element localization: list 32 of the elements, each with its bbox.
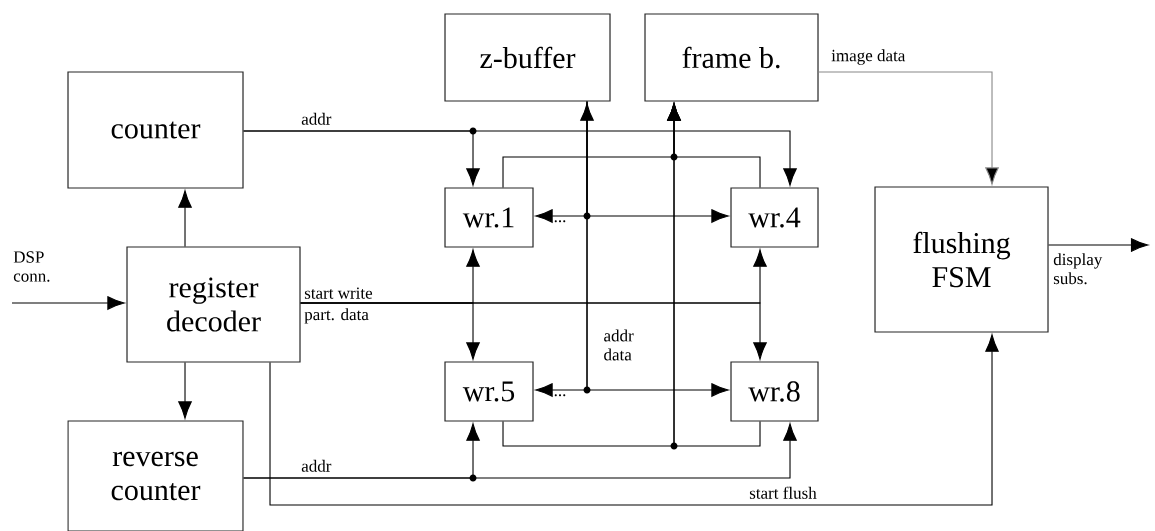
block-box: wr.8 [730,361,819,422]
arrow [178,190,192,247]
edge-label: part. data [304,308,369,324]
arrow [11,296,125,310]
edge-label: addr [301,459,332,472]
edge-label: start write [304,287,373,299]
block-box: wr.5 [444,361,534,422]
ellipsis-label: ... [554,220,566,223]
edge-label: image data [831,49,906,65]
arrow [818,71,999,185]
arrow [243,423,797,479]
block-box: z-buffer [444,13,611,102]
edge-label: addr data [604,329,634,361]
arrow [667,103,761,447]
arrow [269,334,999,506]
block-box: frame b. [644,13,819,102]
arrow [243,130,797,186]
arrow [178,362,192,419]
block-box: register decoder [126,246,301,363]
arrow [1048,238,1149,252]
edge-label: display subs. [1053,253,1103,285]
block-box: counter [67,71,244,189]
block-box: wr.4 [730,187,819,248]
block-box: wr.1 [444,187,534,248]
arrow [586,101,729,397]
edge-label: start flush [749,486,817,499]
ellipsis-label: ... [554,394,566,397]
block-box: reverse counter [67,420,244,531]
edge-label: addr [301,112,332,125]
block-box: flushing FSM [874,186,1049,333]
arrow [300,302,767,360]
edge-label: DSP conn. [13,251,50,282]
